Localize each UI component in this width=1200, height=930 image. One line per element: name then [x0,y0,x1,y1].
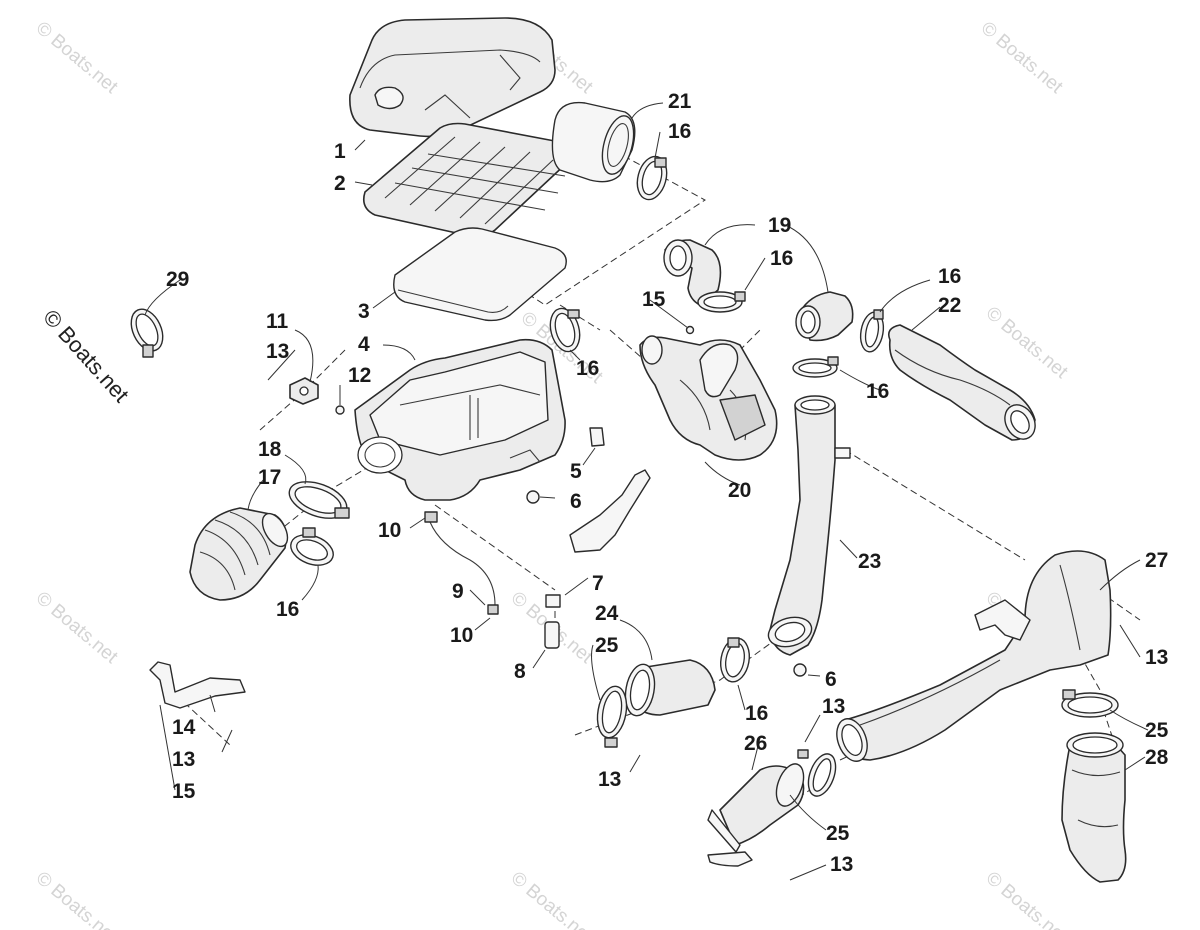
hose-clamp-16-lower [719,637,751,683]
watermark: © Boats.net [32,18,122,99]
hose-clamp-25-right [1061,689,1119,718]
callout-13: 13 [830,853,853,876]
airbox-grid-screen [362,122,573,238]
watermark: © Boats.net [982,303,1072,384]
callout-16: 16 [276,598,299,621]
callout-22: 22 [938,294,961,317]
callout-13: 13 [266,340,289,363]
callout-17: 17 [258,466,281,489]
callout-1: 1 [334,140,346,163]
callout-12: 12 [348,364,371,387]
hose-clamp-18 [288,481,350,519]
callout-19: 19 [768,214,791,237]
watermark: © Boats.net [977,18,1067,99]
callout-21: 21 [668,90,692,113]
clamp-bracket-25-bottom [707,851,753,867]
callout-6: 6 [825,668,837,691]
watermark-main: © Boats.net [38,305,134,407]
callout-2: 2 [334,172,346,195]
callout-13: 13 [172,748,195,771]
long-duct-23 [767,395,851,656]
callout-13: 13 [598,768,621,791]
intake-boot [189,507,289,601]
callout-7: 7 [592,572,604,595]
airbox-base [354,338,566,501]
bracket-6-7 [526,469,807,677]
callout-15: 15 [642,288,666,311]
small-screw-15 [685,325,695,335]
callout-18: 18 [258,438,282,461]
intake-hose-22 [887,324,1036,441]
callout-16: 16 [576,357,599,380]
callout-3: 3 [358,300,370,323]
callout-29: 29 [166,268,189,291]
callout-28: 28 [1145,746,1169,769]
callout-20: 20 [728,479,751,502]
leader-lines [144,102,1149,881]
callout-8: 8 [514,660,526,683]
callout-16: 16 [770,247,793,270]
callout-23: 23 [858,550,881,573]
hose-clamp-16-right [859,309,885,353]
callout-10: 10 [450,624,473,647]
air-filter-element [393,227,567,322]
callout-labels: 1 2 3 4 5 6 6 7 8 9 10 10 11 12 13 13 13… [166,90,1169,876]
lower-adapter-28 [1061,732,1127,883]
callout-27: 27 [1145,549,1168,572]
callout-16: 16 [668,120,691,143]
callout-11: 11 [266,310,289,333]
pre-filter-sleeve-21 [551,101,636,183]
callout-26: 26 [744,732,767,755]
callout-16: 16 [745,702,768,725]
watermark: © Boats.net [982,868,1072,930]
small-screw-12 [335,405,345,415]
callout-13: 13 [822,695,845,718]
callout-15: 15 [172,780,196,803]
callout-24: 24 [595,602,619,625]
callout-5: 5 [570,460,582,483]
callout-16: 16 [938,265,961,288]
clip-5 [589,427,605,447]
callout-4: 4 [358,333,370,356]
y-manifold-20 [639,335,778,461]
ring-clamp-29 [130,308,164,358]
callout-25: 25 [595,634,619,657]
airbox-cover [349,17,556,138]
valve-7-8 [544,594,561,649]
main-duct-27 [836,550,1112,762]
hose-clamp-16-center [792,356,839,378]
callout-10: 10 [378,519,401,542]
watermark: © Boats.net [507,868,597,930]
hose-clamp-16-elbow [697,291,746,313]
callout-25: 25 [1145,719,1169,742]
hose-clamp-25-lower [596,685,628,748]
elbow-19-right [795,291,854,342]
hose-clamp-16-top [636,155,668,201]
callout-16: 16 [866,380,889,403]
elbow-19-left [663,239,722,306]
callout-9: 9 [452,580,464,603]
mount-bracket-14 [149,661,246,709]
callout-25: 25 [826,822,850,845]
callout-6: 6 [570,490,582,513]
mount-grommet-11 [289,377,319,405]
lower-elbow-26 [707,763,805,853]
callout-14: 14 [172,716,196,739]
callout-13: 13 [1145,646,1168,669]
watermark: © Boats.net [32,868,122,930]
watermark: © Boats.net [32,588,122,669]
hose-clamp-16 [290,527,334,566]
hose-9 [424,511,499,615]
hose-clamp-25-elbow [797,749,837,797]
reducer-coupler-24 [624,659,716,717]
